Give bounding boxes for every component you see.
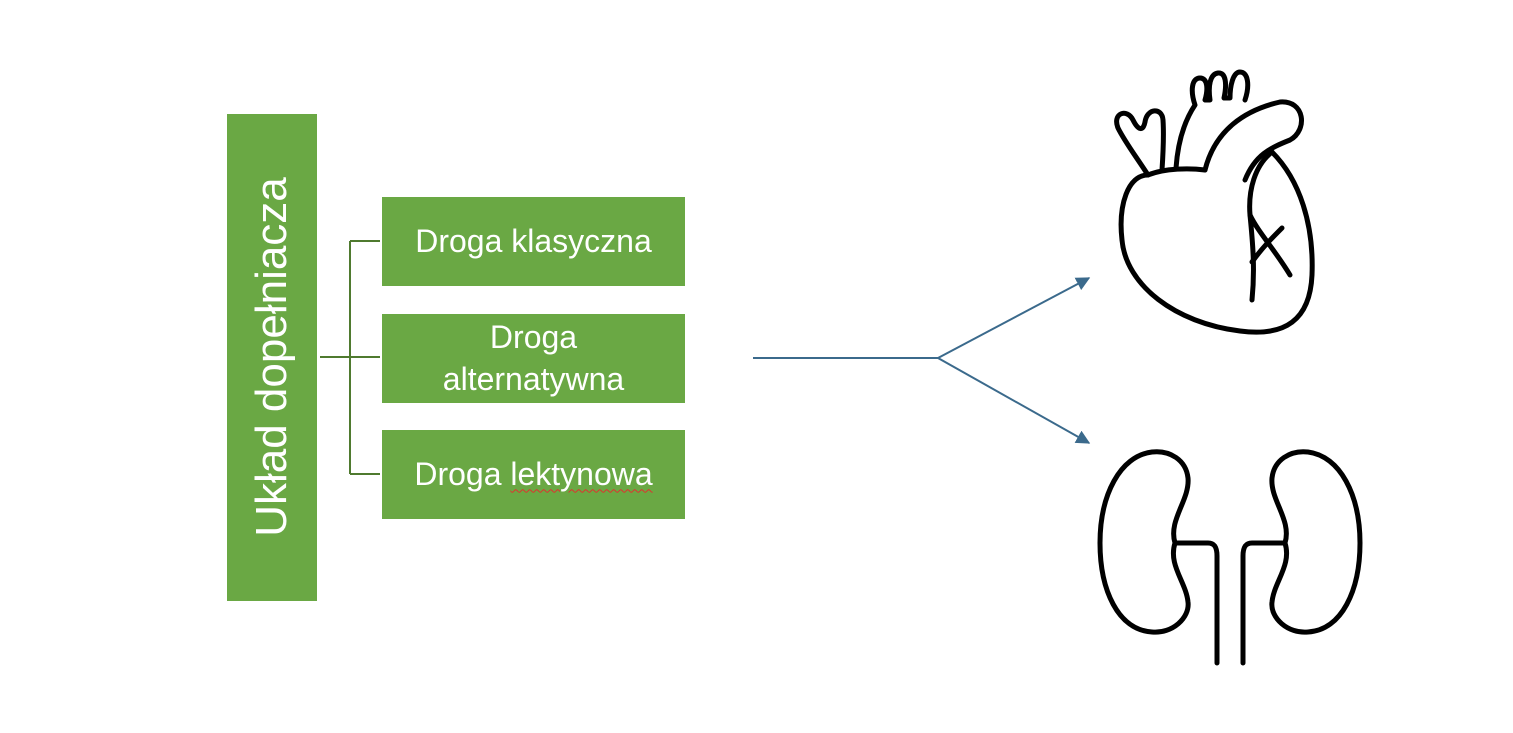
lectin-pathway-label: Droga lektynowa — [414, 454, 652, 496]
arrow-to-heart — [937, 277, 1091, 359]
classical-pathway-box: Droga klasyczna — [382, 197, 685, 286]
complement-system-box — [227, 114, 317, 601]
kidneys-icon — [1097, 449, 1363, 666]
complement-system-label: Układ dopełniacza — [247, 177, 296, 537]
arrow-to-kidneys — [937, 357, 1091, 444]
bracket-connector — [320, 240, 380, 475]
heart-icon — [1114, 69, 1315, 335]
classical-pathway-label: Droga klasyczna — [415, 222, 652, 259]
split-arrows — [753, 277, 1091, 444]
lectin-pathway-prefix: Droga — [414, 455, 511, 492]
spellcheck-marked-word: lektynowa — [510, 455, 653, 492]
alternative-pathway-label: Droga alternatywna — [442, 318, 625, 397]
lectin-pathway-box: Droga lektynowa — [382, 430, 685, 519]
alternative-pathway-box: Droga alternatywna — [382, 314, 685, 403]
